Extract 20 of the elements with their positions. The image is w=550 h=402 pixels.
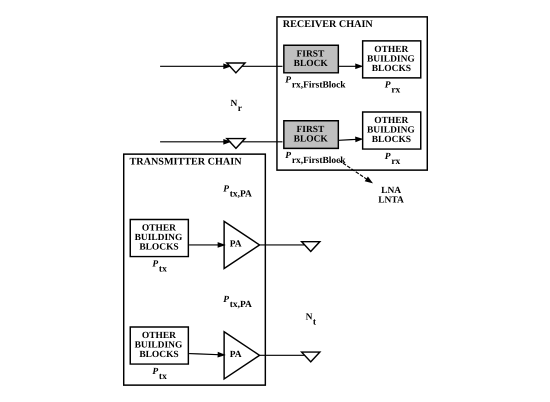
connector <box>259 354 304 356</box>
node-text: LNA LNTA <box>378 186 404 206</box>
node-antenna <box>299 240 321 253</box>
arrow <box>188 242 226 248</box>
node-antenna <box>299 351 321 363</box>
node-antenna <box>224 62 246 74</box>
node-box: OTHER BUILDING BLOCKS <box>361 111 421 150</box>
node-antenna <box>224 138 246 150</box>
arrow <box>338 160 373 184</box>
arrow <box>338 136 363 142</box>
node-box: OTHER BUILDING BLOCKS <box>129 218 189 258</box>
connector <box>242 66 282 67</box>
connector <box>259 244 304 246</box>
arrow <box>160 138 231 145</box>
node-box: OTHER BUILDING BLOCKS <box>129 326 189 365</box>
arrow <box>188 352 226 358</box>
connector <box>242 141 282 142</box>
arrow <box>160 63 231 70</box>
arrow <box>338 63 363 70</box>
node-box: OTHER BUILDING BLOCKS <box>361 40 421 79</box>
